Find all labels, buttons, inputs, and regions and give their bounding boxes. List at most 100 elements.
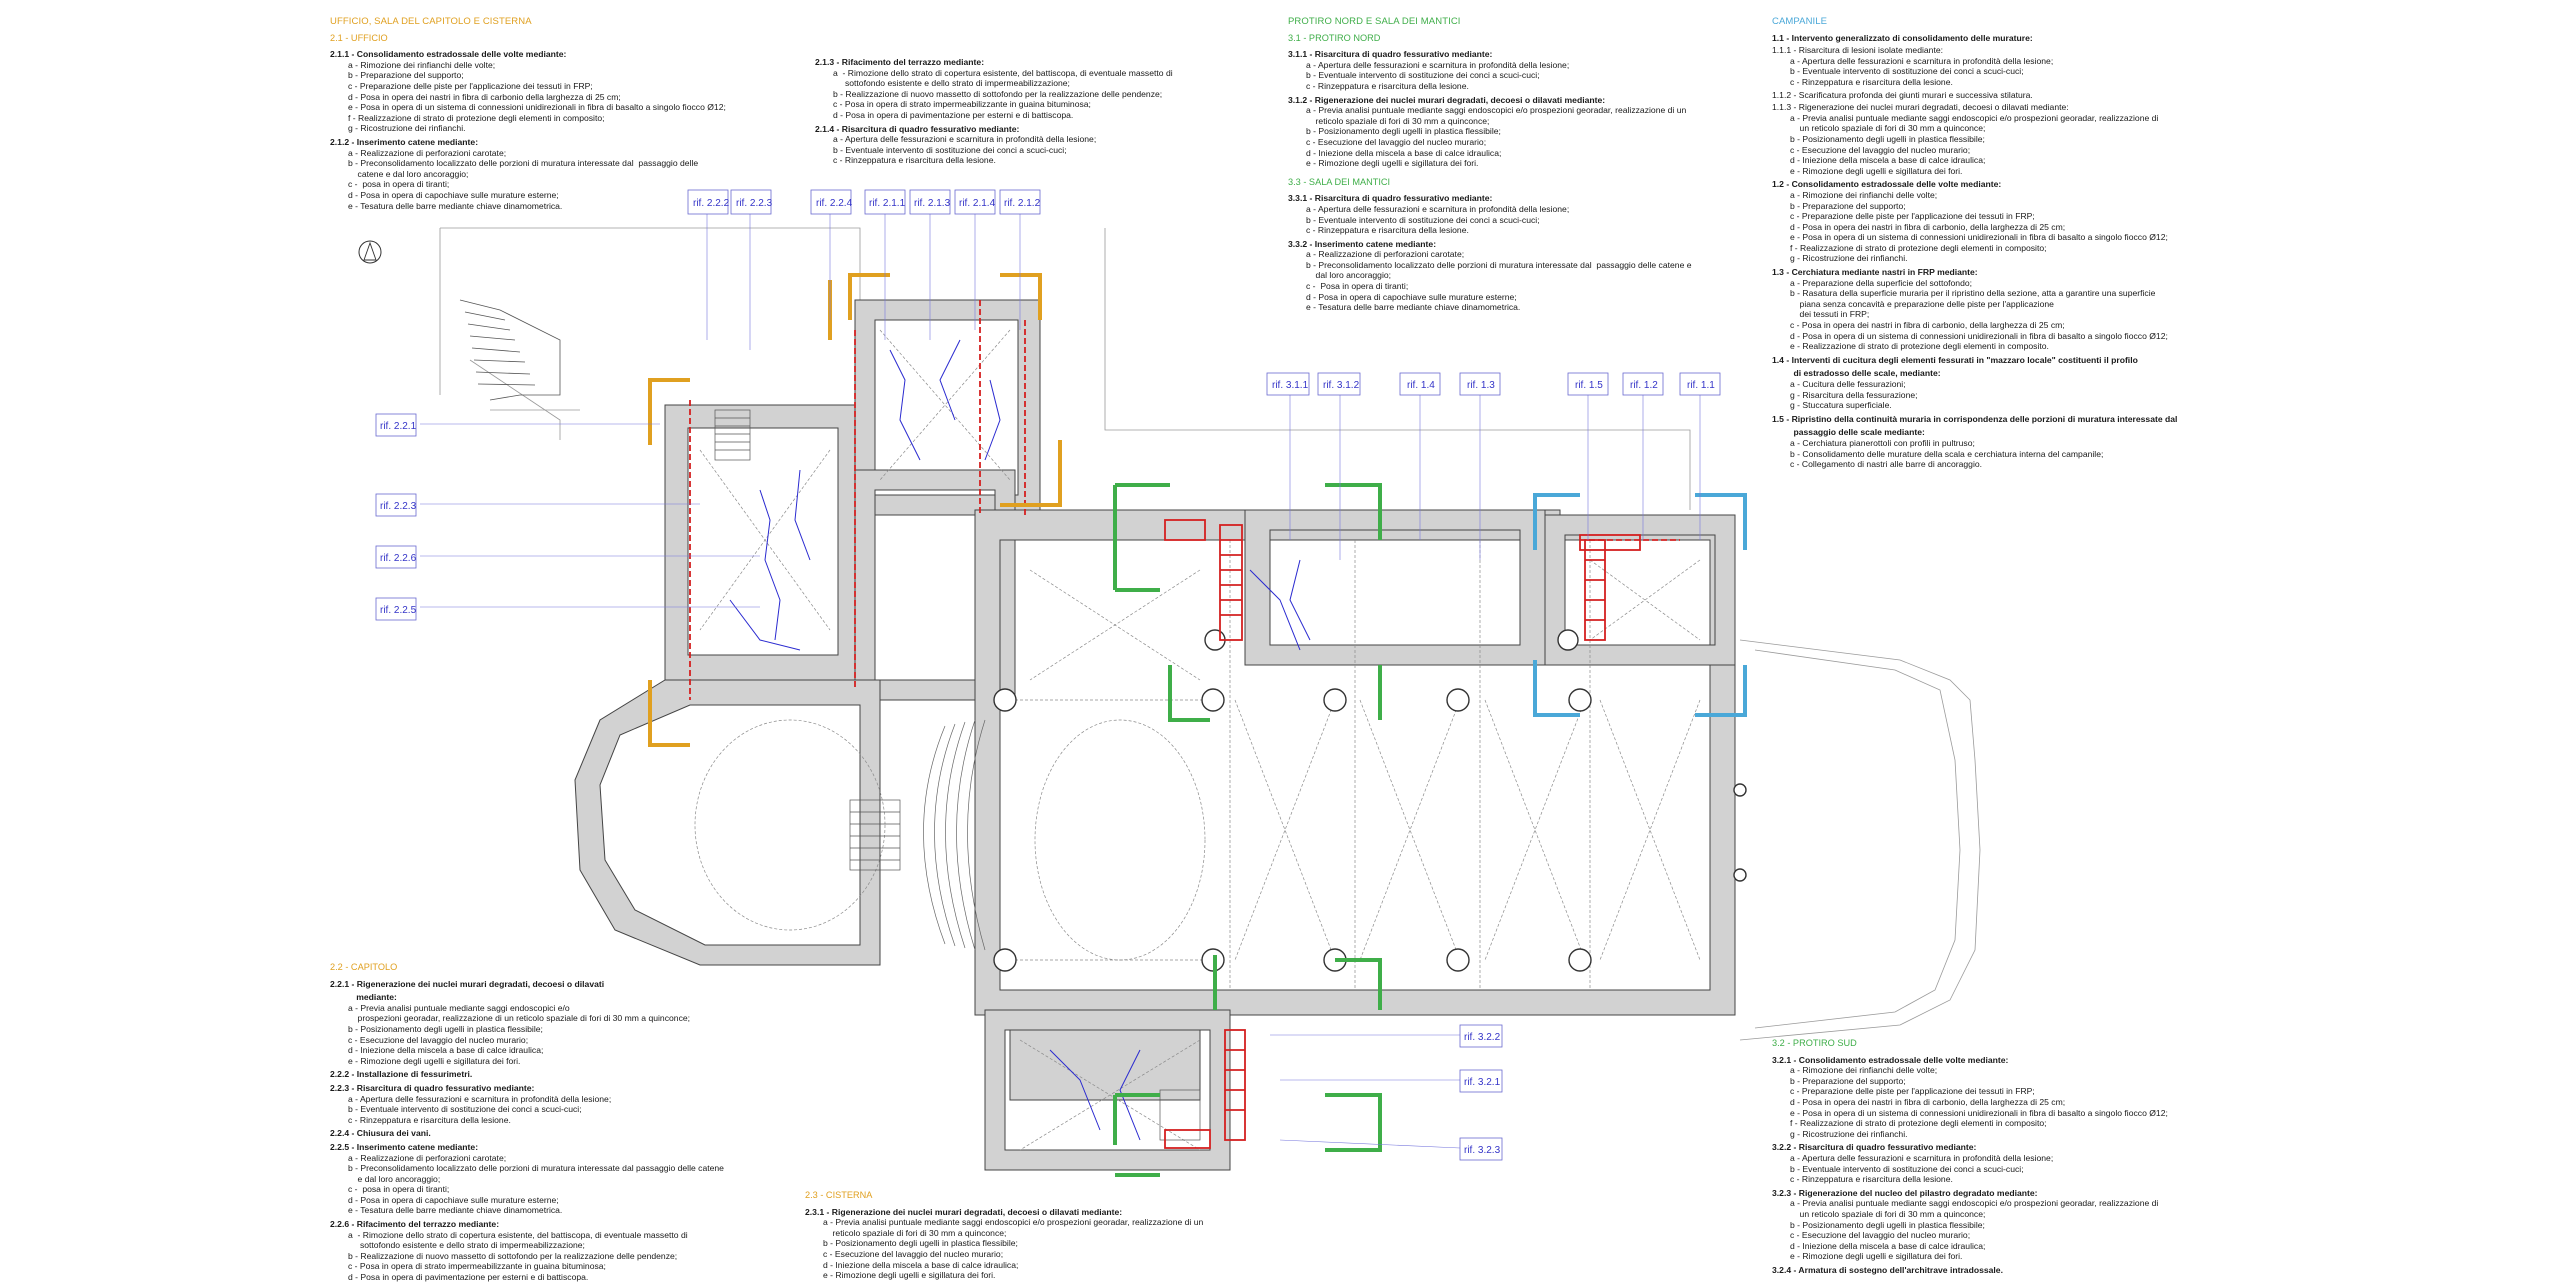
list-item: b - Preconsolidamento localizzato delle … [348,158,699,169]
list-item: g - Risarcitura della fessurazione; [1790,389,1918,400]
list-item: c - Posa in opera dei nastri in fibra di… [1790,320,2065,331]
ref-2-2-1: rif. 2.2.1 [375,413,417,437]
list-item: a - Apertura delle fessurazioni e scarni… [1306,59,1570,70]
list-item: c - Rinzeppatura e risarcitura della les… [1306,225,1469,236]
svg-text:rif. 1.3: rif. 1.3 [1467,380,1495,391]
svg-text:rif. 2.2.6: rif. 2.2.6 [380,553,417,564]
list-item: b - Posizionamento degli ugelli in plast… [1790,133,1985,144]
ufficio-text-block-b: 2.1.3 - Rifacimento del terrazzo mediant… [815,54,1255,166]
section-heading: 3.2.4 - Armatura di sostegno dell'archit… [1772,1264,2003,1275]
protiro-header: PROTIRO NORD E SALA DEI MANTICI [1288,16,1461,27]
list-item: d - Iniezione della miscela a base di ca… [1790,155,1986,166]
protiro-nord-list: 3.1.1 - Risarcitura di quadro fessurativ… [1288,49,1748,169]
list-item: e dal loro ancoraggio; [348,1173,441,1184]
ref-2-2-3b: rif. 2.2.3 [375,493,417,517]
list-item: catene e dal loro ancoraggio; [348,168,469,179]
section-heading: 1.1.1 - Risarcitura di lesioni isolate m… [1772,45,1944,56]
section-heading: 1.5 - Ripristino della continuità murari… [1772,413,2178,424]
list-item: d - Posa in opera di capochiave sulle mu… [348,1194,559,1205]
svg-text:rif. 3.2.2: rif. 3.2.2 [1464,1032,1501,1043]
list-item: dei tessuti in FRP; [1790,309,1870,320]
list-item: c - Collegamento di nastri alle barre di… [1790,459,1983,470]
campanile-header: CAMPANILE [1772,16,1828,27]
capitolo-subheader: 2.2 - CAPITOLO [330,962,398,972]
list-item: d - Iniezione della miscela a base di ca… [1306,147,1502,158]
cisterna-subheader: 2.3 - CISTERNA [805,1190,873,1200]
list-item: b - Eventuale intervento di sostituzione… [1306,214,1540,225]
section-heading: 2.3.1 - Rigenerazione dei nuclei murari … [805,1206,1123,1217]
list-item: b - Posizionamento degli ugelli in plast… [823,1238,1018,1249]
list-item: b - Eventuale intervento di sostituzione… [348,1104,582,1115]
sala-mantici-subheader: 3.3 - SALA DEI MANTICI [1288,176,1391,187]
list-item: c - Posa in opera di strato impermeabili… [833,99,1091,110]
sala-mantici-list: 3.3.1 - Risarcitura di quadro fessurativ… [1288,193,1748,313]
ref-3-1-2: rif. 3.1.2 [1317,372,1361,396]
list-item: e - Rimozione degli ugelli e sigillatura… [1790,165,1963,176]
list-item: b - Posizionamento degli ugelli in plast… [1790,1219,1985,1230]
ref-2-2-6: rif. 2.2.6 [375,545,417,569]
ufficio-list-b: 2.1.3 - Rifacimento del terrazzo mediant… [815,57,1255,166]
list-item: c - Preparazione delle piste per l'appli… [348,80,593,91]
list-item: c - Rinzeppatura e risarcitura della les… [348,1114,511,1125]
ufficio-subheader: 2.1 - UFFICIO [330,32,388,43]
list-item: c - Esecuzione del lavaggio del nucleo m… [348,1034,529,1045]
section-heading: 1.1.2 - Scarificatura profonda dei giunt… [1772,89,2033,100]
section-heading: 1.2 - Consolidamento estradossale delle … [1772,179,2002,190]
ref-2-2-4: rif. 2.2.4 [810,189,853,215]
section-heading: mediante: [330,992,397,1003]
list-item: g - Ricostruzione dei rinfianchi. [348,123,466,134]
ref-1-1: rif. 1.1 [1679,372,1721,396]
list-item: d - Posa in opera di capochiave sulle mu… [1306,291,1517,302]
ufficio-text-block: UFFICIO, SALA DEL CAPITOLO E CISTERNA 2.… [330,16,790,211]
section-heading: 2.1.1 - Consolidamento estradossale dell… [330,49,567,60]
list-item: a - Apertura delle fessurazioni e scarni… [348,1093,612,1104]
list-item: f - Realizzazione di strato di protezion… [348,112,605,123]
list-item: d - Posa in opera dei nastri in fibra di… [1790,1096,2066,1107]
ref-3-1-1: rif. 3.1.1 [1266,372,1310,396]
list-item: dal loro ancoraggio; [1306,270,1392,281]
section-heading: passaggio delle scale mediante: [1772,427,1925,438]
section-heading: 3.2.1 - Consolidamento estradossale dell… [1772,1054,2009,1065]
crack-pattern [729,339,1311,1141]
protiro-nord-subheader: 3.1 - PROTIRO NORD [1288,32,1381,43]
choir-stalls [923,719,986,951]
list-item: c - Rinzeppatura e risarcitura della les… [833,155,996,166]
list-item: b - Preparazione del supporto; [1790,200,1906,211]
list-item: c - posa in opera di tiranti; [348,179,450,190]
list-item: d - Posa in opera di pavimentazione per … [348,1272,589,1283]
section-heading: 2.2.5 - Inserimento catene mediante: [330,1141,479,1152]
list-item: e - Posa in opera di un sistema di conne… [1790,232,2168,243]
list-item: a - Preparazione della superficie del so… [1790,277,1973,288]
section-heading: di estradosso delle scale, mediante: [1772,368,1941,379]
list-item: b - Eventuale intervento di sostituzione… [1790,1163,2024,1174]
svg-text:rif. 2.2.2: rif. 2.2.2 [693,198,730,209]
list-item: un reticolo spaziale di fori di 30 mm a … [1790,1208,1986,1219]
list-item: a - Cucitura delle fessurazioni; [1790,379,1906,389]
protiro-text-block: PROTIRO NORD E SALA DEI MANTICI 3.1 - PR… [1288,16,1748,313]
list-item: e - Rimozione degli ugelli e sigillatura… [1790,1251,1963,1262]
ufficio-list-a: 2.1.1 - Consolidamento estradossale dell… [330,49,790,211]
section-heading: 2.1.3 - Rifacimento del terrazzo mediant… [815,57,985,67]
vault-lines [694,329,1701,1151]
list-item: e - Rimozione degli ugelli e sigillatura… [823,1270,996,1281]
ref-1-4: rif. 1.4 [1399,372,1441,396]
svg-text:rif. 2.1.1: rif. 2.1.1 [869,198,906,209]
list-item: a - Previa analisi puntuale mediante sag… [348,1002,570,1013]
list-item: c - posa in opera di tiranti; [348,1184,450,1195]
protiro-markers [1113,483,1382,1177]
campanile-text-block: CAMPANILE 1.1 - Intervento generalizzato… [1772,16,2242,470]
section-heading: 2.2.6 - Rifacimento del terrazzo mediant… [330,1219,500,1230]
list-item: a - Previa analisi puntuale mediante sag… [1306,105,1687,116]
list-item: a - Realizzazione di perforazioni carota… [1306,249,1465,260]
svg-text:rif. 2.2.5: rif. 2.2.5 [380,605,417,616]
list-item: c - Posa in opera di tiranti; [1306,281,1409,292]
exterior-stair-west [459,299,561,401]
ref-2-2-5: rif. 2.2.5 [375,597,417,621]
list-item: g - Ricostruzione dei rinfianchi. [1790,1128,1908,1139]
list-item: e - Tesatura delle barre mediante chiave… [1306,302,1521,313]
cisterna-text-block: 2.3 - CISTERNA 2.3.1 - Rigenerazione dei… [805,1186,1275,1281]
ref-3-2-3: rif. 3.2.3 [1459,1137,1503,1161]
section-heading: 3.1.2 - Rigenerazione dei nuclei murari … [1288,94,1606,105]
north-arrow-icon [358,240,382,264]
svg-text:rif. 1.5: rif. 1.5 [1575,380,1603,391]
